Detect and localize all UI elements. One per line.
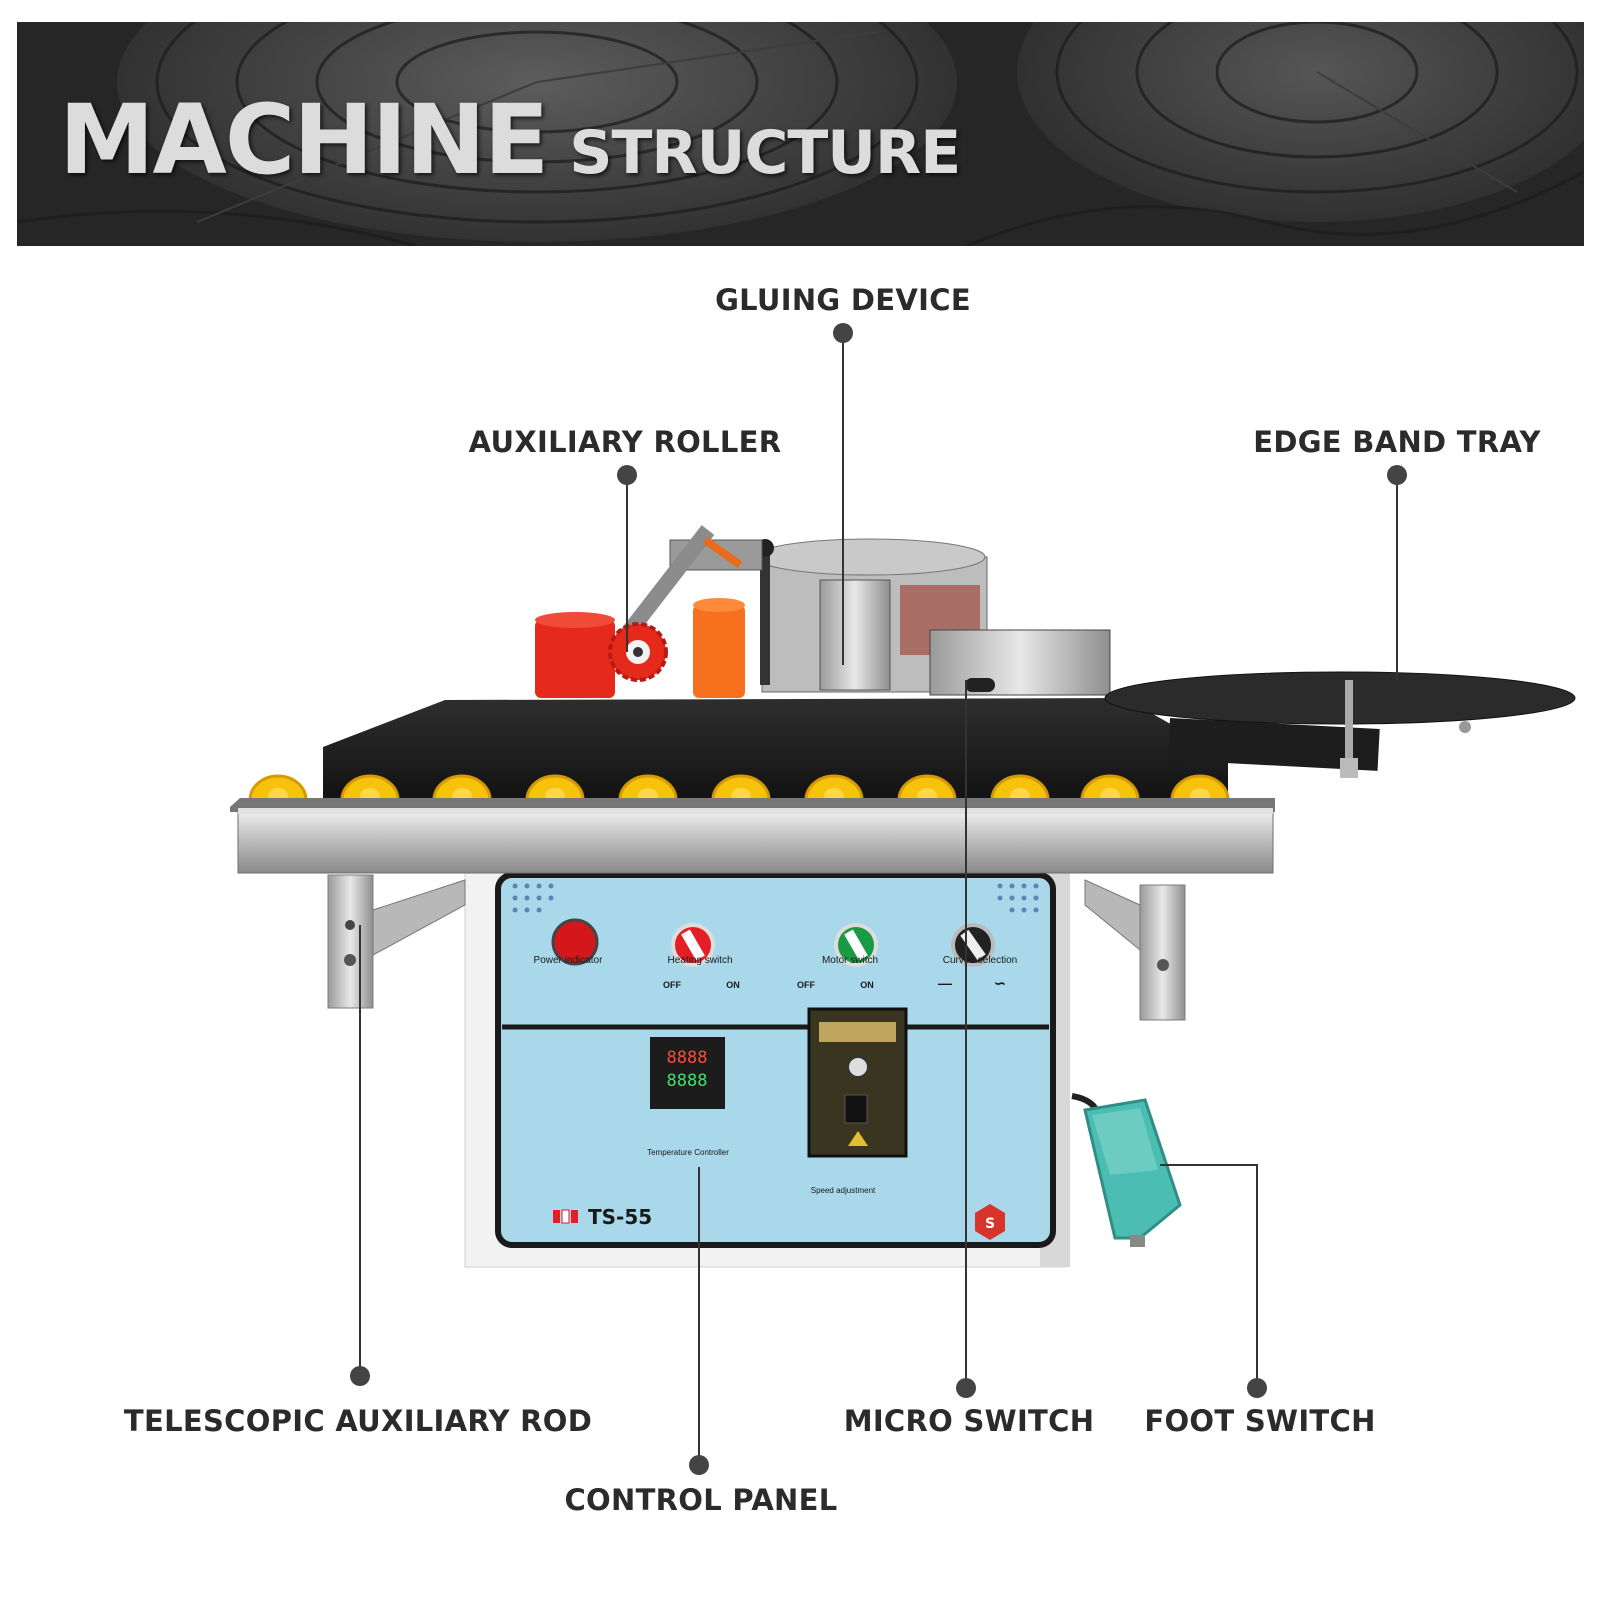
speed-adjustment-label: Speed adjustment bbox=[811, 1186, 876, 1195]
edge-band-tray bbox=[1104, 671, 1576, 778]
callout-auxiliary-roller: AUXILIARY ROLLER bbox=[468, 425, 782, 459]
temp-controller-label: Temperature Controller bbox=[647, 1148, 729, 1157]
page-title: MACHINE STRUCTURE bbox=[59, 84, 961, 196]
straight-mode-symbol: — bbox=[938, 975, 952, 991]
header-banner: MACHINE STRUCTURE bbox=[17, 22, 1584, 246]
telescopic-rod-left bbox=[327, 874, 466, 1009]
curved-mode-symbol: ∽ bbox=[994, 975, 1006, 991]
telescopic-rod-right bbox=[1084, 879, 1186, 1021]
svg-text:S: S bbox=[985, 1216, 995, 1232]
on-label-1: ON bbox=[726, 980, 740, 990]
temperature-display bbox=[650, 1037, 725, 1109]
title-sub: STRUCTURE bbox=[569, 118, 961, 188]
power-indicator-label: Power indicator bbox=[534, 955, 604, 966]
title-main: MACHINE bbox=[59, 84, 549, 196]
callout-foot-switch: FOOT SWITCH bbox=[1144, 1404, 1376, 1438]
temp-display-bottom: 8888 bbox=[667, 1071, 708, 1091]
power-indicator-lamp bbox=[551, 918, 599, 966]
foot-switch bbox=[1071, 1093, 1182, 1247]
control-panel: 8888 8888 S bbox=[495, 872, 1056, 1248]
roller-rail bbox=[230, 774, 1275, 874]
callout-control-panel: CONTROL PANEL bbox=[564, 1483, 838, 1517]
motor-switch-label: Motor switch bbox=[822, 955, 878, 966]
curved-selection-label: Curved selection bbox=[943, 955, 1017, 966]
callout-edge-band-tray: EDGE BAND TRAY bbox=[1253, 425, 1541, 459]
wood-texture-background bbox=[17, 22, 1584, 246]
callout-micro-switch: MICRO SWITCH bbox=[843, 1404, 1095, 1438]
off-label-1: OFF bbox=[663, 980, 681, 990]
model-label: TS-55 bbox=[588, 1205, 652, 1229]
callout-telescopic-rod: TELESCOPIC AUXILIARY ROD bbox=[123, 1404, 593, 1438]
gluing-device bbox=[608, 525, 1111, 696]
callout-gluing-device: GLUING DEVICE bbox=[715, 283, 971, 317]
on-label-2: ON bbox=[860, 980, 874, 990]
off-label-2: OFF bbox=[797, 980, 815, 990]
heating-switch-label: Heating switch bbox=[667, 955, 732, 966]
auxiliary-roller bbox=[535, 598, 745, 698]
temp-display-top: 8888 bbox=[667, 1048, 708, 1068]
callout-lines bbox=[350, 323, 1407, 1475]
